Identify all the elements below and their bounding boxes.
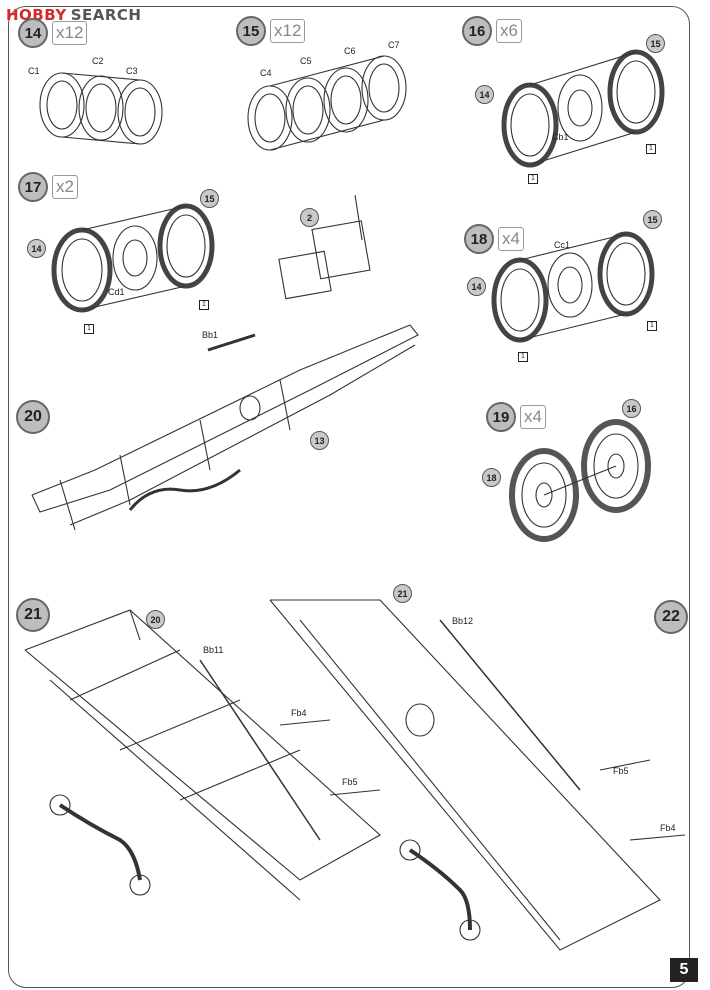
quantity-multiplier: x2 bbox=[52, 175, 78, 199]
wheel-18 bbox=[491, 231, 655, 343]
step-number: 14 bbox=[18, 18, 48, 48]
rim-c6 bbox=[323, 67, 369, 133]
watermark: HOBBY SEARCH bbox=[6, 6, 142, 24]
part-label-bb12: Bb12 bbox=[452, 616, 474, 626]
part-label-c7: C7 bbox=[388, 40, 400, 50]
part-label-c5: C5 bbox=[300, 56, 312, 66]
step-number: 21 bbox=[16, 598, 50, 632]
part-ref-14: 14 bbox=[27, 239, 46, 258]
page-number: 5 bbox=[670, 958, 698, 982]
quantity-multiplier: x4 bbox=[498, 227, 524, 251]
part-label-cb1: Cb1 bbox=[552, 132, 569, 142]
square-marker: 1 bbox=[646, 144, 656, 154]
rim-c1 bbox=[39, 72, 85, 138]
rim-c5 bbox=[285, 77, 331, 143]
square-marker: 1 bbox=[84, 324, 94, 334]
part-ref-15: 15 bbox=[646, 34, 665, 53]
part-label-bb1: Bb1 bbox=[202, 330, 219, 340]
step-21-badge: 21 bbox=[16, 598, 50, 632]
chassis-21 bbox=[24, 609, 381, 901]
part-label-c3: C3 bbox=[126, 66, 138, 76]
step-18-badge: 18 x4 bbox=[464, 224, 524, 254]
part-label-c1: C1 bbox=[28, 66, 40, 76]
part-ref-2: 2 bbox=[300, 208, 319, 227]
part-ref-21: 21 bbox=[393, 584, 412, 603]
quantity-multiplier: x12 bbox=[52, 21, 88, 45]
part-ref-15: 15 bbox=[200, 189, 219, 208]
step-number: 20 bbox=[16, 400, 50, 434]
step-number: 17 bbox=[18, 172, 48, 202]
step-14-badge: 14 x12 bbox=[18, 18, 88, 48]
part-label-cc1: Cc1 bbox=[554, 240, 571, 250]
step-number: 18 bbox=[464, 224, 494, 254]
wheel-17 bbox=[51, 203, 215, 313]
step-number: 22 bbox=[654, 600, 688, 634]
quantity-multiplier: x6 bbox=[496, 19, 522, 43]
part-label-bb11: Bb11 bbox=[203, 645, 224, 655]
part-label-fb4-right: Fb4 bbox=[660, 823, 676, 833]
square-marker: 1 bbox=[518, 352, 528, 362]
step-16-badge: 16 x6 bbox=[462, 16, 522, 46]
quantity-multiplier: x4 bbox=[520, 405, 546, 429]
step-22-badge: 22 bbox=[654, 600, 688, 634]
rim-c2 bbox=[78, 75, 124, 141]
rim-c4 bbox=[247, 85, 293, 151]
wheel-19 bbox=[509, 419, 651, 542]
wheel-16 bbox=[501, 49, 665, 168]
part-label-c2: C2 bbox=[92, 56, 104, 66]
step-number: 19 bbox=[486, 402, 516, 432]
part-label-fb4: Fb4 bbox=[291, 708, 307, 718]
step-number: 16 bbox=[462, 16, 492, 46]
watermark-search: SEARCH bbox=[70, 6, 142, 24]
part-label-c4: C4 bbox=[260, 68, 272, 78]
part-ref-20: 20 bbox=[146, 610, 165, 629]
part-ref-18: 18 bbox=[482, 468, 501, 487]
part-label-fb5-right: Fb5 bbox=[613, 766, 629, 776]
square-marker: 1 bbox=[528, 174, 538, 184]
chassis-20 bbox=[31, 194, 419, 531]
square-marker: 1 bbox=[199, 300, 209, 310]
part-label-cd1: Cd1 bbox=[108, 287, 125, 297]
step-15-badge: 15 x12 bbox=[236, 16, 306, 46]
part-ref-15: 15 bbox=[643, 210, 662, 229]
rim-c7 bbox=[361, 55, 407, 121]
step-19-badge: 19 x4 bbox=[486, 402, 546, 432]
rim-c3 bbox=[117, 79, 163, 145]
quantity-multiplier: x12 bbox=[270, 19, 306, 43]
part-ref-16: 16 bbox=[622, 399, 641, 418]
watermark-brand: HOBBY bbox=[6, 6, 67, 24]
part-ref-14: 14 bbox=[467, 277, 486, 296]
step-20-badge: 20 bbox=[16, 400, 50, 434]
part-ref-14: 14 bbox=[475, 85, 494, 104]
chassis-22 bbox=[269, 599, 686, 951]
part-label-fb5: Fb5 bbox=[342, 777, 358, 787]
step-17-badge: 17 x2 bbox=[18, 172, 78, 202]
part-ref-13: 13 bbox=[310, 431, 329, 450]
part-label-c6: C6 bbox=[344, 46, 356, 56]
step-number: 15 bbox=[236, 16, 266, 46]
square-marker: 1 bbox=[647, 321, 657, 331]
